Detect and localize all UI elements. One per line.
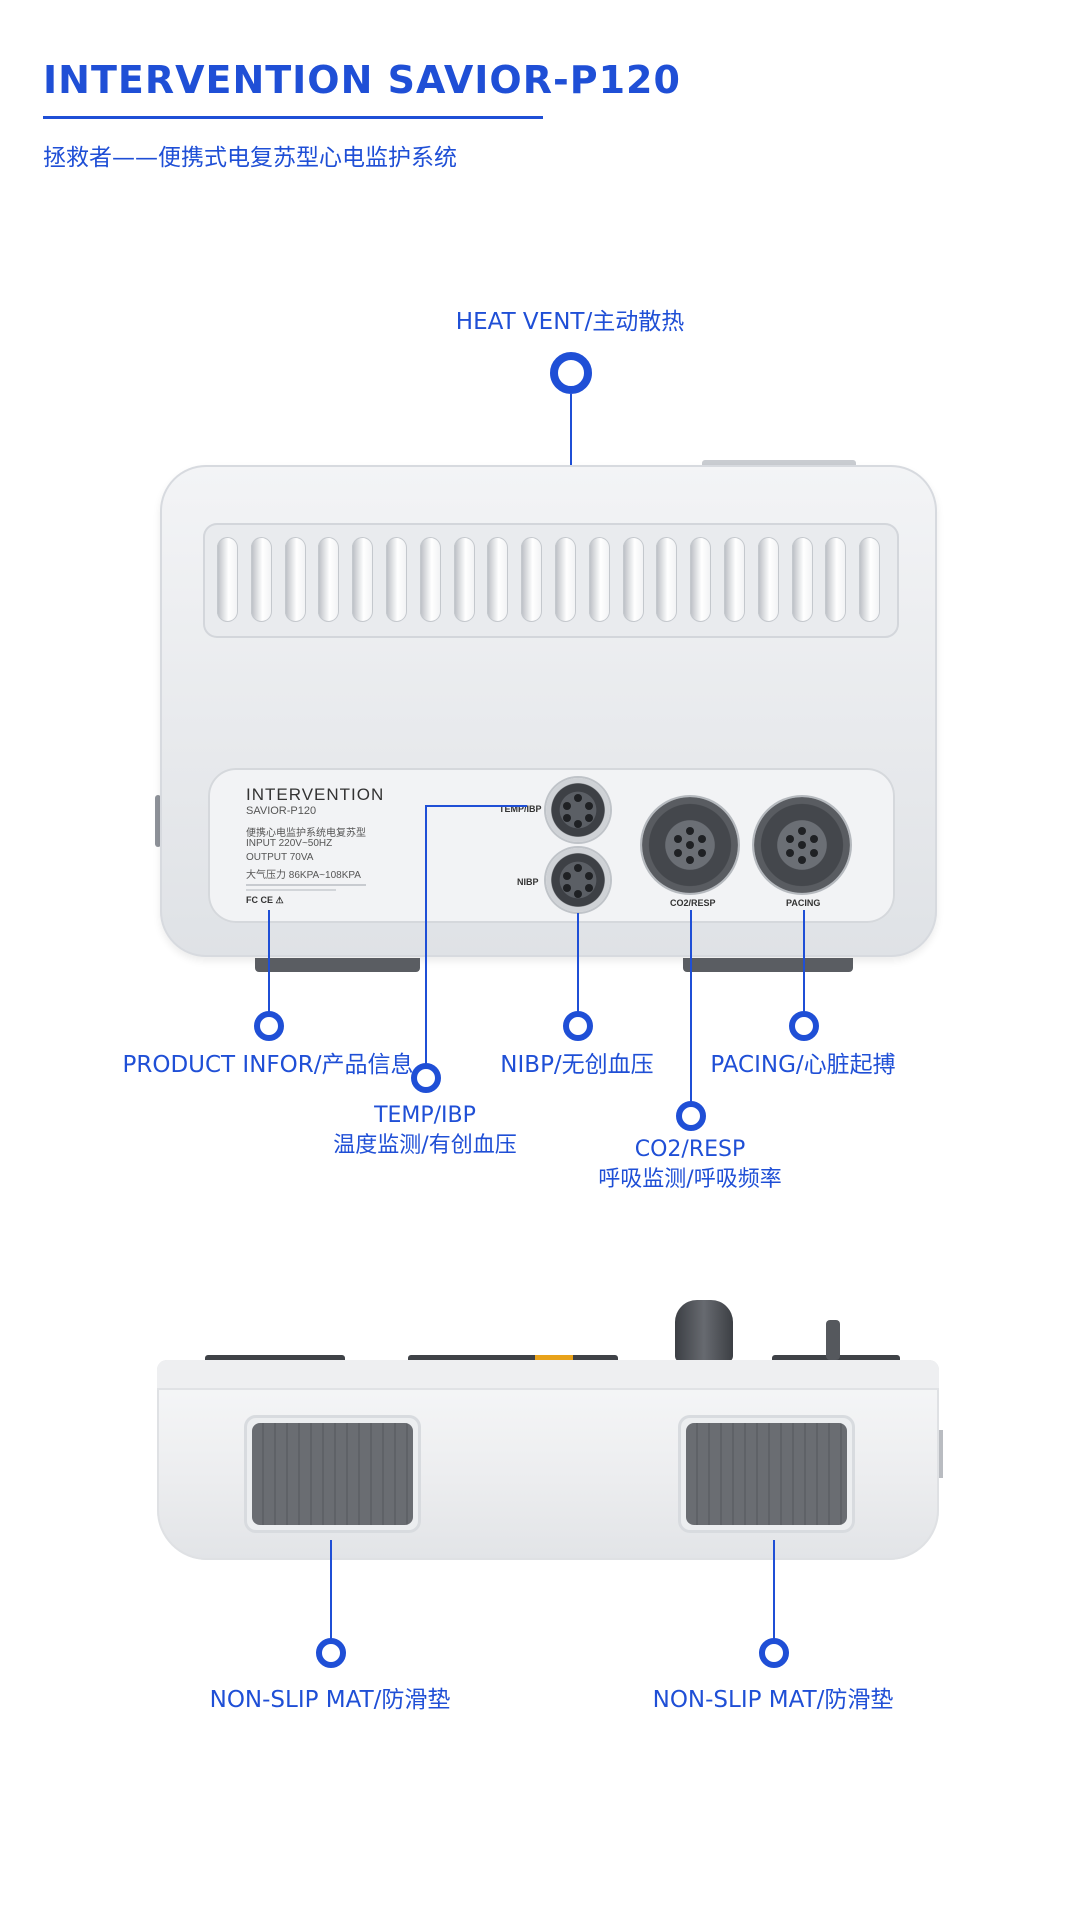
vent-slot-icon [284,537,306,622]
nibp-port-label: NIBP [517,877,539,887]
panel-brand: INTERVENTION [246,785,385,804]
co2-resp-connector-icon [642,797,738,893]
pacing-label: PACING/心脏起搏 [710,1052,896,1078]
pacing-leader-line [803,910,805,1015]
co2-resp-label-line2: 呼吸监测/呼吸频率 [598,1167,782,1192]
pacing-callout-dot-icon [789,1011,819,1041]
product-infor-callout-dot-icon [254,1011,284,1041]
non-slip-left-callout-dot-icon [316,1638,346,1668]
panel-pressure: 大气压力 86KPA~108KPA [246,870,361,881]
vent-slot-icon [217,537,238,622]
vent-slot-icon [656,537,678,622]
non-slip-mat-right-icon [678,1415,855,1533]
heat-vent-callout-dot-icon [550,352,592,394]
nibp-label: NIBP/无创血压 [500,1052,654,1078]
vent-slot-icon [250,537,272,622]
panel-output: OUTPUT 70VA [246,852,314,863]
vent-slot-icon [453,537,475,622]
temp-ibp-label-line1: TEMP/IBP [374,1103,476,1128]
panel-fine-print [246,884,366,886]
device-foot-left [255,958,420,972]
temp-ibp-leader-line-v [425,805,427,1069]
co2-resp-port-label: CO2/RESP [670,898,716,908]
temp-ibp-callout-dot-icon [411,1063,441,1093]
vent-slot-icon [825,537,847,622]
pacing-port-label: PACING [786,898,821,908]
vent-slot-icon [757,537,779,622]
heat-vent-grille [203,523,899,638]
device-top-strip-2 [408,1355,618,1362]
non-slip-left-leader-line [330,1540,332,1642]
nibp-callout-dot-icon [563,1011,593,1041]
vent-slot-icon [521,537,543,622]
co2-resp-callout-dot-icon [676,1101,706,1131]
temp-ibp-connector-icon [546,778,610,842]
vent-slot-icon [352,537,374,622]
vent-slot-icon [386,537,407,622]
page-subtitle: 拯救者——便携式电复苏型心电监护系统 [43,145,457,171]
device-side-tab [155,795,161,847]
vent-slot-icon [419,537,441,622]
product-infor-leader-line [268,910,270,1015]
vent-slot-icon [859,537,881,622]
nibp-leader-line [577,913,579,1015]
vent-slot-icon [724,537,745,622]
non-slip-left-label: NON-SLIP MAT/防滑垫 [209,1687,451,1713]
heat-vent-label: HEAT VENT/主动散热 [455,309,685,335]
device-bottom-top-edge [157,1360,939,1390]
pacing-connector-icon [754,797,850,893]
temp-ibp-label-line2: 温度监测/有创血压 [333,1133,517,1158]
vent-slot-icon [690,537,712,622]
panel-model: SAVIOR-P120 [246,805,317,817]
non-slip-right-callout-dot-icon [759,1638,789,1668]
nibp-connector-icon [546,848,610,912]
panel-fine-print-2 [246,889,336,891]
co2-resp-label-line1: CO2/RESP [634,1137,746,1162]
vent-slot-icon [791,537,813,622]
temp-ibp-port-label: TEMP/IBP [499,804,542,814]
product-infor-label: PRODUCT INFOR/产品信息 [122,1052,414,1078]
device-top-indicator [535,1355,573,1362]
co2-resp-leader-line [690,910,692,1102]
antenna-post-icon [826,1320,840,1360]
heat-vent-leader-line [570,394,572,509]
title-underline [43,116,543,119]
vent-slot-icon [318,537,340,622]
panel-input: INPUT 220V~50HZ [246,838,333,849]
page-title: INTERVENTION SAVIOR-P120 [43,58,681,102]
device-top-strip-1 [205,1355,345,1362]
rotary-knob-icon [675,1300,733,1362]
vent-slot-icon [487,537,509,622]
panel-desc: 便携心电监护系统电复苏型 [246,828,366,839]
device-foot-right [683,958,853,972]
certification-marks: FC CE ⚠ [246,895,284,905]
non-slip-right-leader-line [773,1540,775,1642]
non-slip-mat-left-icon [244,1415,421,1533]
non-slip-right-label: NON-SLIP MAT/防滑垫 [652,1687,894,1713]
vent-slot-icon [555,537,576,622]
device-bottom-side-tab [939,1430,943,1478]
vent-slot-icon [622,537,644,622]
temp-ibp-leader-line-h [425,805,527,807]
vent-slot-icon [588,537,610,622]
